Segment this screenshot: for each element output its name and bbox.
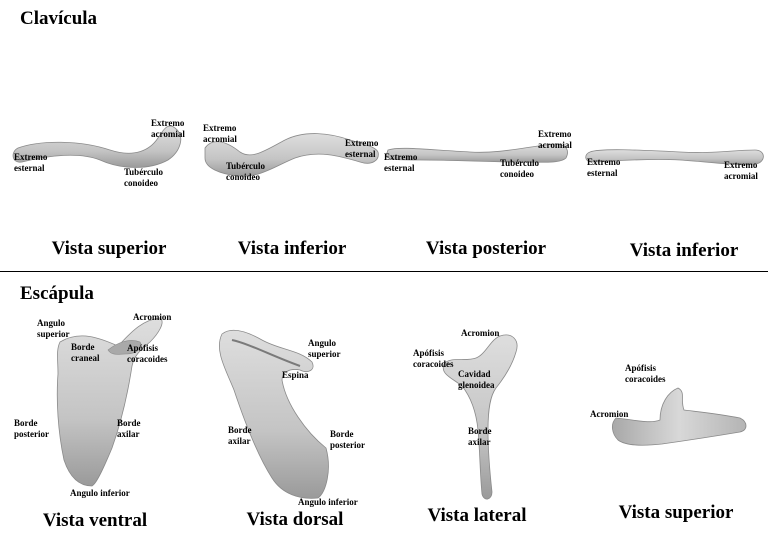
clavicle-inferior-2-bone [585,149,764,165]
clavicle-posterior-bone [385,143,568,163]
view-title-clavicle-inferior-2: Vista inferior [629,240,739,261]
clavicle-inferior-bone [204,133,379,177]
label-superior-extremo-acromial: Extremo acromial [151,118,185,139]
scapula-dorsal-spine [231,339,301,367]
label-inferior2-extremo-acromial: Extremo acromial [724,160,758,181]
clavicle-superior-bone [12,125,182,168]
label-inferior-extremo-esternal: Extremo esternal [345,138,379,159]
scapula-lateral-bone [442,334,518,500]
label-inferior-tuberculo-conoideo: Tubérculo conoideo [226,161,266,182]
label-superior-extremo-esternal: Extremo esternal [14,152,48,173]
view-title-clavicle-inferior: Vista inferior [237,238,347,259]
view-title-scapula-dorsal: Vista dorsal [246,509,344,530]
clavicle-section-title: Clavícula [20,8,98,29]
label-lateral-apofisis-coracoides: Apófisis coracoides [413,348,454,369]
label-dorsal-angulo-superior: Angulo superior [308,338,341,359]
label-lateral-acromion: Acromion [461,328,500,338]
label-posterior-extremo-esternal: Extremo esternal [384,152,418,173]
label-posterior-extremo-acromial: Extremo acromial [538,129,572,150]
scapula-section-title: Escápula [20,283,94,304]
label-ventral-borde-axilar: Borde axilar [117,418,141,439]
view-title-scapula-superior: Vista superior [618,502,734,523]
label-dorsal-borde-axilar: Borde axilar [228,425,252,446]
scapula-ventral-bone [56,317,163,487]
section-divider [0,271,768,272]
label-ventral-acromion: Acromion [133,312,172,322]
label-lateral-borde-axilar: Borde axilar [468,426,492,447]
view-title-scapula-ventral: Vista ventral [42,510,148,531]
view-title-scapula-lateral: Vista lateral [427,505,527,526]
label-ventral-apofisis-coracoides: Apófisis coracoides [127,343,168,364]
label-ventral-angulo-inferior: Angulo inferior [70,488,130,498]
label-dorsal-espina: Espina [282,370,309,380]
scapula-superior-bone [612,387,747,446]
label-dorsal-angulo-inferior: Angulo inferior [298,497,358,507]
scapula-dorsal-bone [218,329,329,499]
view-title-clavicle-posterior: Vista posterior [425,238,547,259]
label-lateral-cavidad-glenoidea: Cavidad glenoidea [458,369,495,390]
label-ventral-angulo-superior: Angulo superior [37,318,70,339]
label-inferior-extremo-acromial: Extremo acromial [203,123,237,144]
label-superior-apofisis-coracoides: Apófisis coracoides [625,363,666,384]
label-superior-tuberculo-conoideo: Tubérculo conoideo [124,167,164,188]
label-posterior-tuberculo-conoideo: Tubérculo conoideo [500,158,540,179]
label-inferior2-extremo-esternal: Extremo esternal [587,157,621,178]
scapula-ventral-coracoid [107,340,142,355]
view-title-clavicle-superior: Vista superior [51,238,167,259]
label-ventral-borde-craneal: Borde craneal [71,342,100,363]
label-dorsal-borde-posterior: Borde posterior [330,429,365,450]
label-superior-acromion: Acromion [590,409,629,419]
label-ventral-borde-posterior: Borde posterior [14,418,49,439]
